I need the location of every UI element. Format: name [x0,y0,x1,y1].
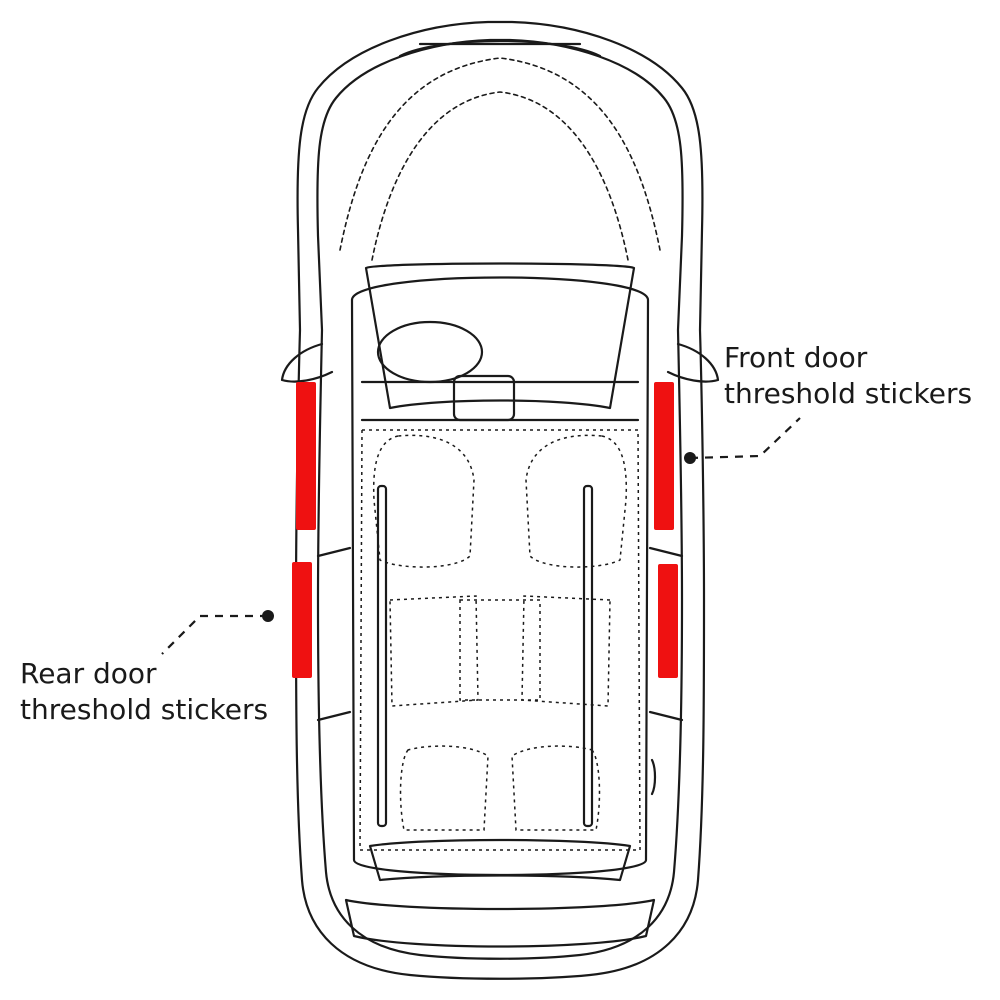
front-door-callout: Front door threshold stickers [724,340,972,412]
hood-edge [398,39,602,58]
seat-rear-left [399,745,489,831]
roof-outline [350,276,650,877]
roof-rail-right [582,484,594,828]
sticker-front-left [296,382,316,530]
rear-callout-line1: Rear door [20,657,157,690]
cabin-floor-dashed [359,429,641,851]
sticker-front-right [654,382,674,530]
seat-mid-left [389,595,479,707]
door-seam-left [316,546,352,722]
rear-bumper [344,898,656,948]
rear-door-callout: Rear door threshold stickers [20,656,268,728]
door-handle-right [650,758,657,796]
door-seam-right [648,546,684,722]
rear-leader-line [161,614,268,655]
mirror-right [666,342,720,383]
front-callout-line2: threshold stickers [724,377,973,410]
front-callout-line1: Front door [724,341,868,374]
seat-mid-right [521,595,611,707]
windshield [364,262,636,410]
car-inner-contour [316,38,684,960]
steering-wheel [376,320,484,384]
rear-window [368,838,632,882]
front-leader-dot [684,452,696,464]
car-body-outline [294,20,706,980]
seat-mid-center [459,599,541,701]
center-console [452,374,516,422]
seat-front-left [372,434,475,568]
sticker-rear-left [292,562,312,678]
hood-dashed [339,57,661,251]
roof-rail-left [376,484,388,828]
hood-dashed-inner [371,91,629,261]
sticker-rear-right [658,564,678,678]
seat-front-right [525,434,628,568]
rear-leader-dot [262,610,274,622]
mirror-left [280,342,334,383]
rear-callout-line2: threshold stickers [20,693,269,726]
front-leader-line [689,417,801,460]
seat-rear-right [511,745,601,831]
